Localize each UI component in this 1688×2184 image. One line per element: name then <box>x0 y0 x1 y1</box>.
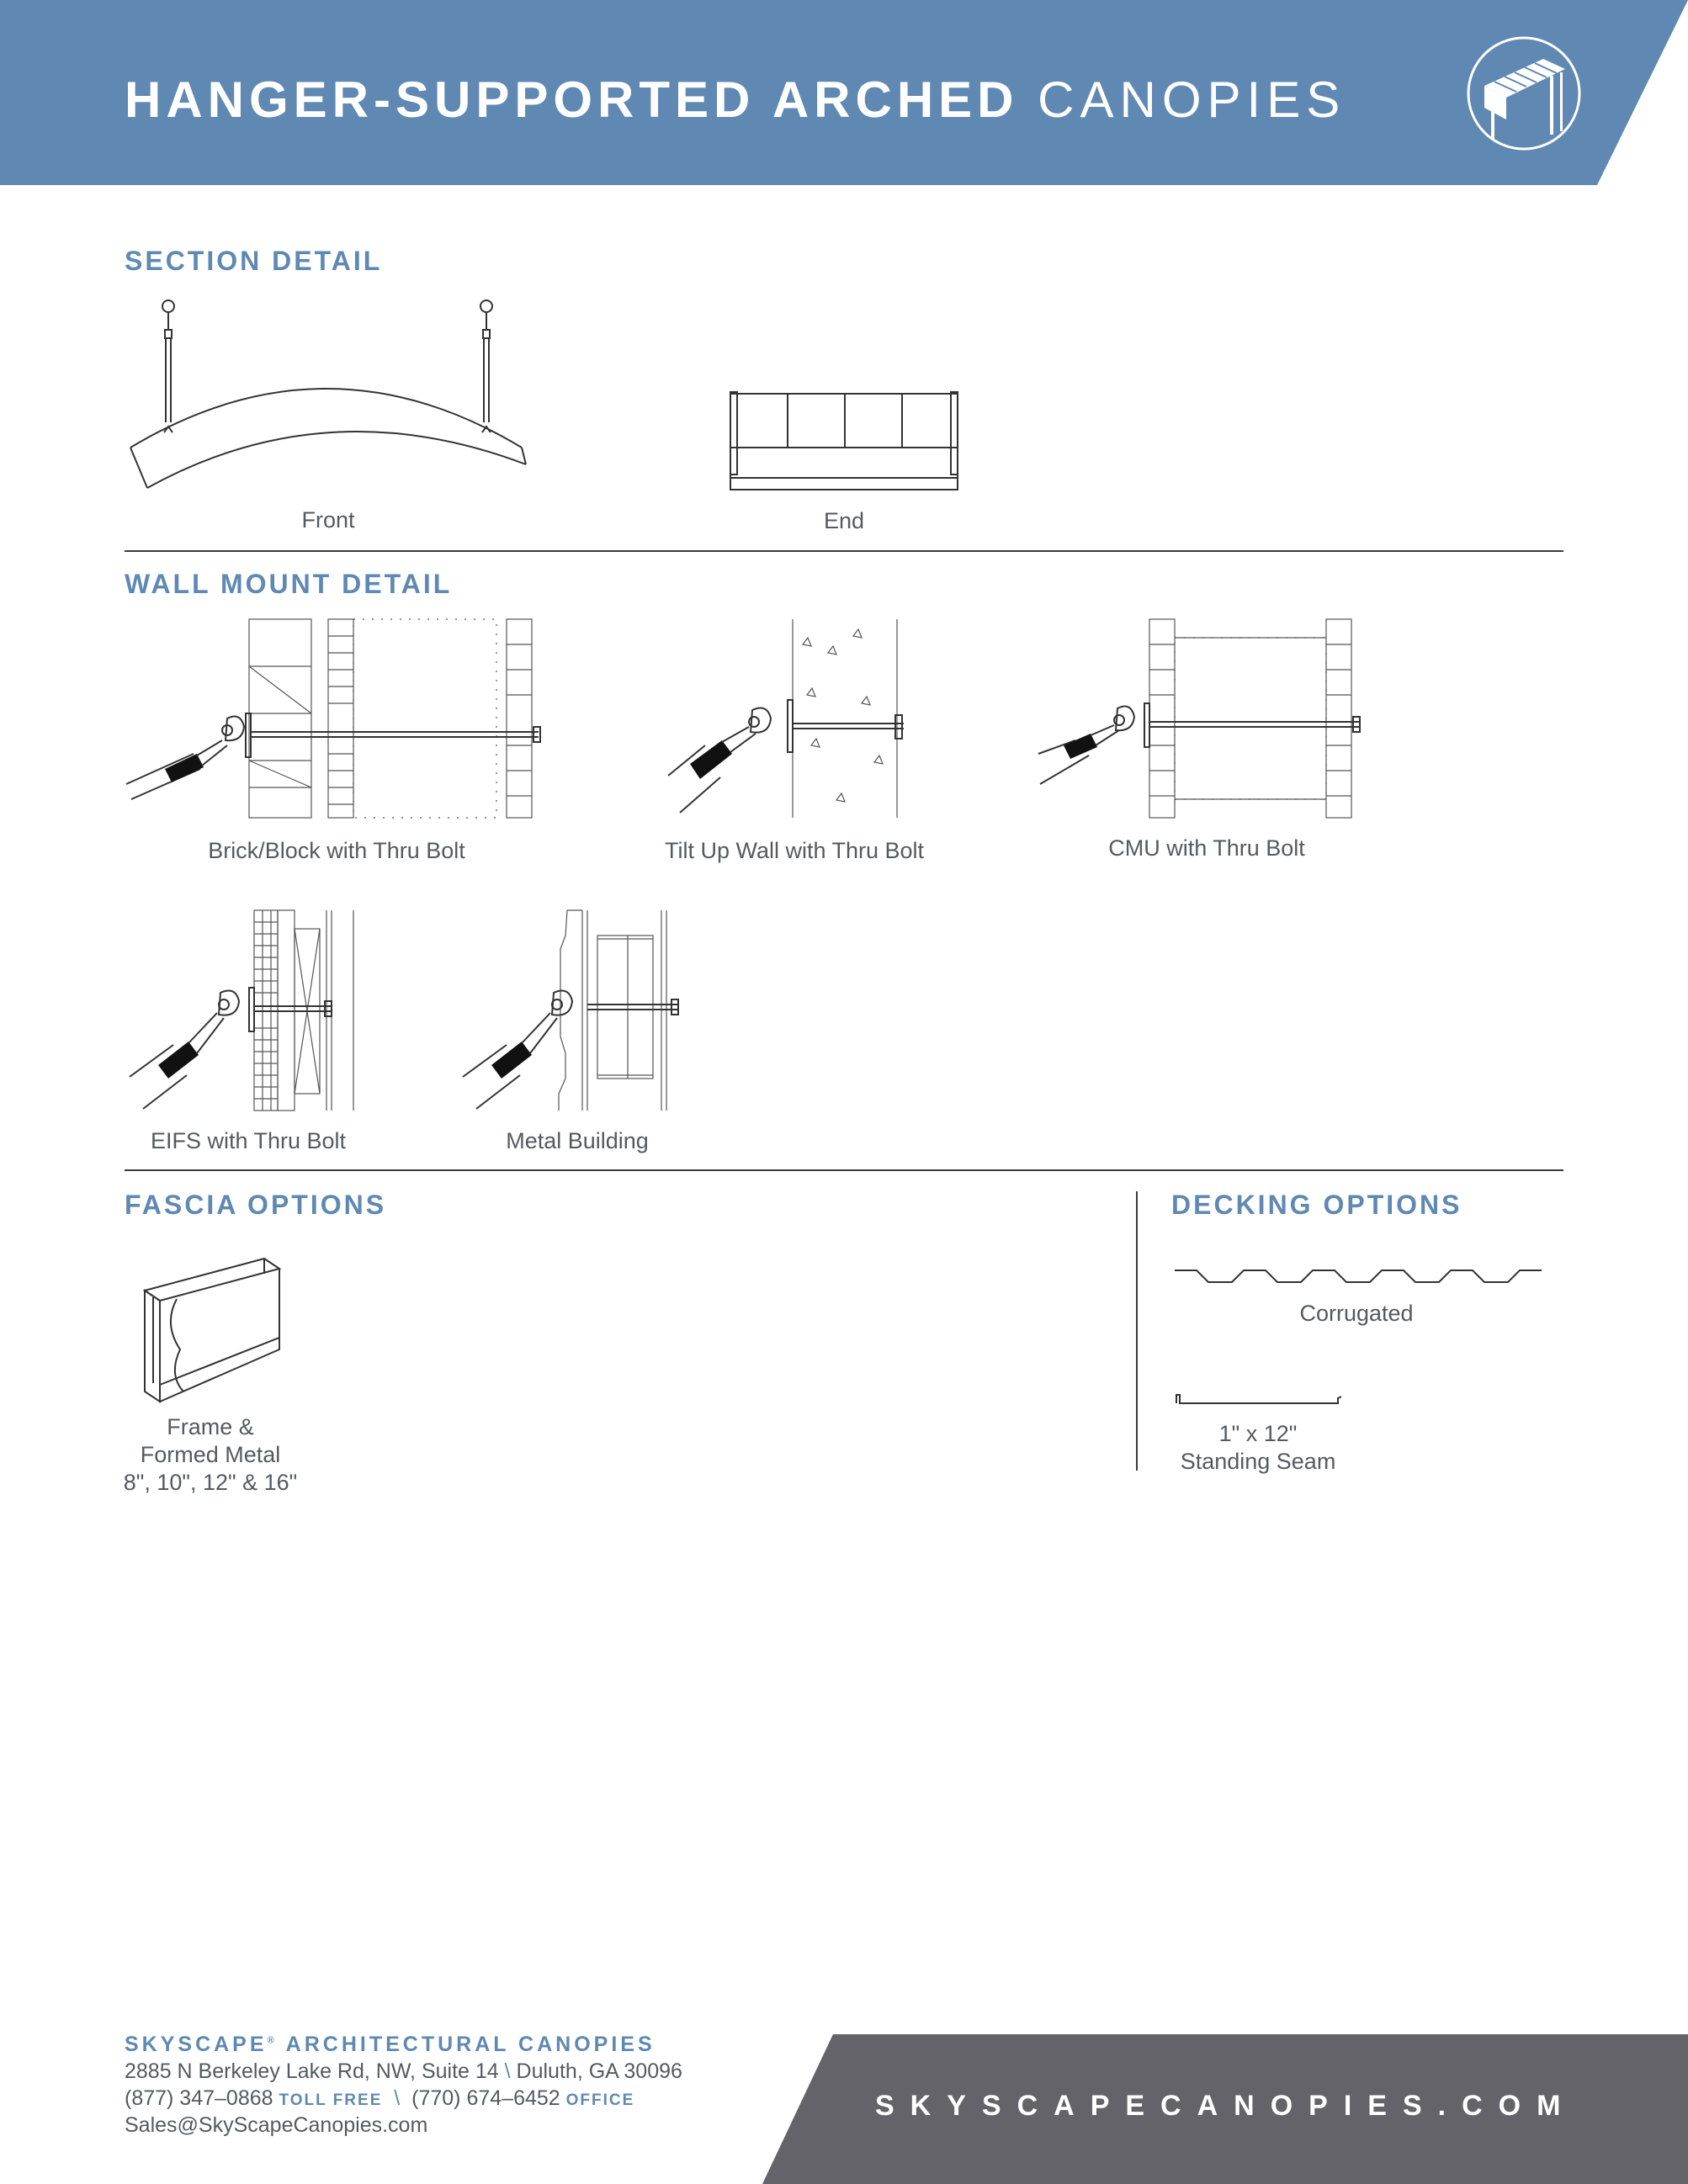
standing-seam-line-1: Standing Seam <box>1180 1449 1336 1474</box>
end-section-drawing <box>730 391 958 490</box>
fascia-heading: FASCIA OPTIONS <box>125 1190 387 1220</box>
fascia-line-2: 8", 10", 12" & 16" <box>123 1470 298 1495</box>
footer-company-name: SKYSCAPE® ARCHITECTURAL CANOPIES <box>125 2033 656 2057</box>
corrugated-profile-drawing <box>1175 1270 1542 1283</box>
page-title: HANGER-SUPPORTED ARCHED CANOPIES <box>125 71 1346 130</box>
office-label: OFFICE <box>565 2091 635 2109</box>
footer-website[interactable]: SKYSCAPECANOPIES.COM <box>875 2090 1577 2122</box>
footer-address: 2885 N Berkeley Lake Rd, NW, Suite 14 \ … <box>125 2059 682 2084</box>
decking-heading: DECKING OPTIONS <box>1171 1190 1462 1220</box>
address-separator: \ <box>504 2059 511 2083</box>
address-city: Duluth, GA 30096 <box>516 2059 682 2083</box>
tilt-up-wall-drawing <box>667 619 904 818</box>
footer-phones: (877) 347–0868 TOLL FREE \ (770) 674–645… <box>125 2086 634 2111</box>
fascia-line-1: Formed Metal <box>140 1442 281 1467</box>
company-name-rest: ARCHITECTURAL CANOPIES <box>277 2033 656 2056</box>
footer-email[interactable]: Sales@SkyScapeCanopies.com <box>125 2113 428 2137</box>
title-bold: HANGER-SUPPORTED ARCHED <box>125 72 1019 128</box>
header-banner <box>0 0 1688 185</box>
title-light: CANOPIES <box>1038 72 1346 128</box>
phone-office[interactable]: (770) 674–6452 <box>411 2086 560 2110</box>
wall-mount-item-label-1: Tilt Up Wall with Thru Bolt <box>664 838 925 863</box>
footer-bar <box>762 2034 1688 2184</box>
metal-building-drawing <box>462 909 679 1111</box>
toll-free-label: TOLL FREE <box>279 2091 383 2109</box>
divider-2 <box>125 1169 1563 1171</box>
vertical-divider <box>1136 1191 1138 1471</box>
wall-mount-item-label-3: EIFS with Thru Bolt <box>150 1128 347 1153</box>
wall-mount-heading: WALL MOUNT DETAIL <box>125 569 453 599</box>
brick-block-drawing <box>125 618 541 819</box>
section-detail-heading: SECTION DETAIL <box>125 246 383 276</box>
canopy-logo-icon <box>1467 36 1581 151</box>
fascia-frame-drawing <box>142 1257 282 1403</box>
divider-1 <box>125 550 1563 552</box>
standing-seam-profile-drawing <box>1176 1394 1342 1404</box>
wall-mount-item-label-0: Brick/Block with Thru Bolt <box>208 838 465 863</box>
wall-mount-item-label-2: CMU with Thru Bolt <box>1108 835 1305 861</box>
corrugated-label: Corrugated <box>1299 1301 1414 1326</box>
wall-mount-item-label-4: Metal Building <box>506 1128 649 1153</box>
phone-toll-free[interactable]: (877) 347–0868 <box>125 2086 273 2110</box>
cmu-drawing <box>1038 618 1361 819</box>
registered-mark: ® <box>267 2035 278 2046</box>
address-street: 2885 N Berkeley Lake Rd, NW, Suite 14 <box>125 2059 499 2083</box>
company-name: SKYSCAPE <box>125 2033 268 2056</box>
standing-seam-line-0: 1" x 12" <box>1218 1421 1298 1446</box>
end-label: End <box>823 508 865 533</box>
front-label: Front <box>301 507 355 533</box>
eifs-drawing <box>129 909 354 1111</box>
phone-separator: \ <box>394 2086 401 2110</box>
fascia-line-0: Frame & <box>167 1414 254 1439</box>
front-section-drawing <box>130 300 527 489</box>
